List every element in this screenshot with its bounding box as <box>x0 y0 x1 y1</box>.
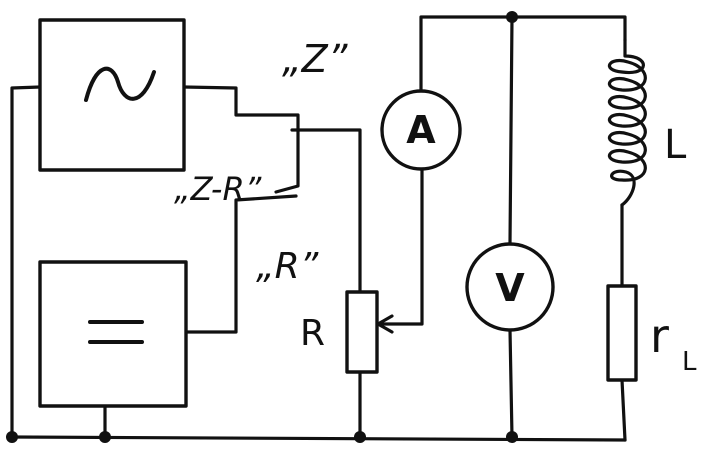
switch-labels: „Z” „Z-R” „R” <box>174 37 348 287</box>
voltmeter-bottom-wire <box>508 328 514 439</box>
inductor: L <box>607 38 687 207</box>
ammeter-top-wire <box>419 15 627 94</box>
inductor-label: L <box>664 122 687 168</box>
resistor-label: R <box>300 313 325 354</box>
node-resistor-bottom <box>354 431 366 443</box>
node-voltmeter-bottom <box>506 431 518 443</box>
ammeter-circle <box>380 89 462 171</box>
voltmeter-symbol: V <box>495 266 525 310</box>
node-left-bottom <box>6 431 18 443</box>
inductor-resistance-subscript: L <box>682 347 697 377</box>
node-dc-bottom <box>99 431 111 443</box>
voltmeter-top-wire <box>508 15 514 245</box>
dc-output-wire <box>184 194 298 334</box>
wiring <box>10 15 627 442</box>
dc-source <box>38 260 188 408</box>
switch-label-z-minus-r: „Z-R” <box>174 170 262 208</box>
voltmeter-circle <box>465 242 555 332</box>
switch-label-z: „Z” <box>282 37 348 81</box>
resistor-r: R <box>300 290 379 374</box>
resistor-body <box>345 290 379 374</box>
sine-wave-icon <box>84 66 156 102</box>
switch-common-wire <box>290 128 362 294</box>
bottom-rail-wire <box>10 435 627 442</box>
ac-output-wire <box>182 85 300 194</box>
wiper-wire <box>376 166 424 326</box>
inductor-resistance-label: r <box>650 309 669 363</box>
ac-source <box>38 18 186 172</box>
node-voltmeter-top <box>506 11 518 23</box>
voltmeter: V <box>465 242 555 332</box>
junction-nodes <box>6 11 518 443</box>
ac-source-return-wire <box>10 85 42 439</box>
inductor-coil <box>607 38 647 207</box>
rl-bottom-wire <box>620 378 627 442</box>
inductor-resistance: r L <box>606 284 697 382</box>
dc-equals-icon <box>88 320 144 344</box>
inductor-resistance-body <box>606 284 638 382</box>
ac-source-box <box>38 18 186 172</box>
switch-label-r: „R” <box>256 246 319 287</box>
ammeter: A <box>380 89 462 171</box>
ammeter-symbol: A <box>406 108 436 152</box>
dc-source-box <box>38 260 188 408</box>
